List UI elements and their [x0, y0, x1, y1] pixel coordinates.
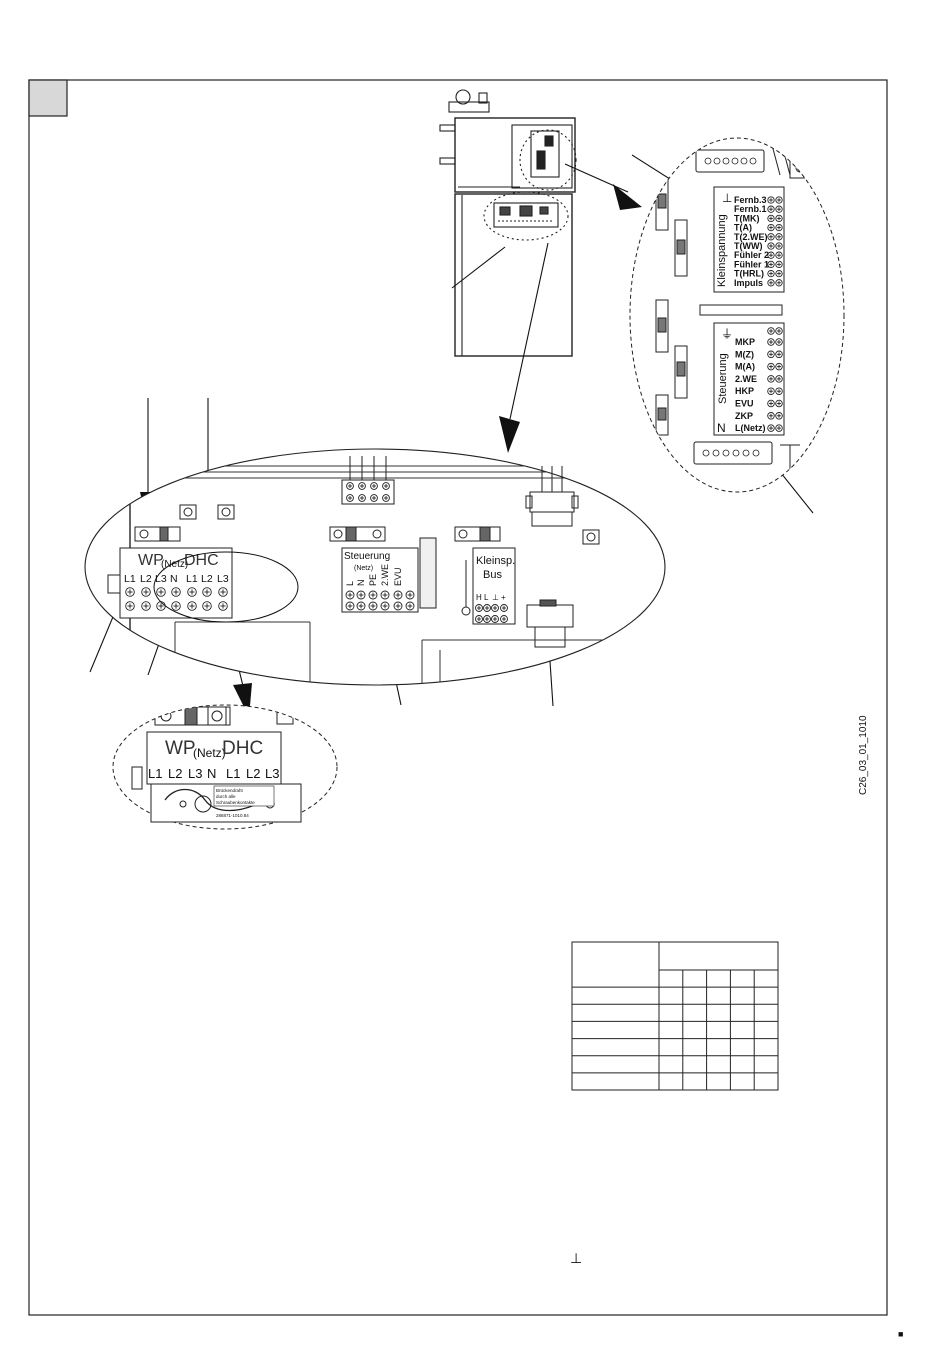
supply-terminal-label: N [170, 573, 178, 585]
supply-title-wp: WP [138, 552, 164, 569]
main-steuerung-terminal-label: N [356, 580, 366, 587]
detail-terminal-label: L1 [226, 766, 240, 781]
steuerung-terminal-label: EVU [735, 399, 754, 409]
kleinspannung-terminal-label: T(WW) [734, 241, 762, 251]
ground-symbol-bottom: ⊥ [570, 1250, 582, 1266]
unit-control-box-callout [483, 191, 569, 241]
main-steuerung-terminal-label: 2.WE [380, 564, 390, 586]
pin-header [341, 456, 395, 505]
kleinspannung-terminal-label: Fühler 1 [734, 259, 769, 269]
empty-table [571, 941, 779, 1091]
steuerung-terminal-label: 2.WE [735, 374, 757, 384]
steuerung-label: Steuerung [717, 353, 729, 404]
detail-terminal-label: L3 [188, 766, 202, 781]
supply-highlight-ellipse [153, 551, 299, 623]
bridge-label-1: Brückendraht [216, 788, 244, 793]
board-screw-clamps [107, 504, 600, 616]
kleinspannung-terminal-label: Fernb.1 [734, 204, 767, 214]
main-steuerung-terminal-label: EVU [393, 567, 403, 586]
detail-terminal-label: L3 [265, 766, 279, 781]
heat-pump-unit [439, 89, 577, 357]
unit-lower-housing [454, 193, 573, 357]
pin-header-dots [346, 482, 390, 502]
neutral-label: N [717, 421, 726, 435]
steuerung-terminal-label: M(Z) [735, 349, 754, 359]
supply-title-netz: (Netz) [161, 559, 188, 570]
bridge-code: 286871-1010.84 [216, 813, 249, 818]
bus-subtitle: Bus [483, 569, 502, 581]
bus-terminal-label: + [501, 593, 506, 602]
bridge-wire [164, 788, 266, 812]
detail-title-netz: (Netz) [193, 746, 226, 760]
ground-symbol-kleinspannung: ⊥ [722, 191, 732, 205]
supply-terminal-label: L2 [140, 573, 152, 585]
unit-valve-knob [455, 89, 471, 105]
main-steuerung-subtitle: (Netz) [354, 565, 373, 572]
kleinspannung-terminal-label: T(MK) [734, 213, 760, 223]
bus-terminal-label: L [484, 593, 489, 602]
detail-terminal-label: L2 [168, 766, 182, 781]
board-right-connector [525, 466, 579, 527]
kleinspannung-terminals: Fernb.3Fernb.1T(MK)T(A)T(2.WE)T(WW)Fühle… [734, 195, 783, 288]
bus-terminal-label: ⊥ [492, 593, 499, 602]
detail-terminal-label: L2 [246, 766, 260, 781]
bus-title: Kleinsp. [476, 555, 515, 567]
kleinspannung-terminal-label: T(A) [734, 223, 752, 233]
detail-terminal-label: L1 [148, 766, 162, 781]
figure-index-box [28, 79, 68, 117]
steuerung-terminal-label: L(Netz) [735, 423, 766, 433]
main-steuerung-terminal-label: L [345, 581, 355, 586]
bottom-plug [693, 441, 773, 465]
unit-upper-housing [454, 117, 576, 193]
steuerung-terminal-label: MKP [735, 337, 755, 347]
earth-symbol-steuerung: ⏚ [721, 327, 733, 341]
supply-terminal-label: L3 [217, 573, 229, 585]
figure-code: C26_03_01_1010 [858, 715, 869, 795]
bridge-label-2: durch alle [216, 794, 236, 799]
kleinspannung-terminal-label: Fernb.3 [734, 195, 767, 205]
supply-detail-zoom: WP (Netz) DHC L1 L2 L3 N L1 L2 L3 Brückendraht… [112, 704, 338, 830]
detail-terminals: L1 L2 L3 N L1 L2 L3 [148, 766, 279, 781]
main-steuerung-block [341, 547, 419, 613]
steuerung-terminal-label: ZKP [735, 411, 753, 421]
detail-title-dhc: DHC [222, 738, 263, 759]
supply-title-dhc: DHC [184, 552, 219, 569]
detail-terminal-label: N [207, 766, 216, 781]
bus-terminal-label: H [476, 593, 482, 602]
bridge-label-3: Schraubenkontakte [216, 800, 255, 805]
top-plug [695, 149, 765, 173]
kleinspannung-terminal-label: T(2.WE) [734, 232, 768, 242]
steuerung-terminal-label: HKP [735, 386, 754, 396]
kleinspannung-terminal-label: Fühler 2 [734, 250, 769, 260]
page-mark: ■ [898, 1329, 903, 1339]
main-steuerung-terminal-label: PE [368, 574, 378, 586]
steuerung-terminal-label: M(A) [735, 362, 755, 372]
supply-terminal-label: L3 [155, 573, 167, 585]
supply-terminal-label: L2 [201, 573, 213, 585]
main-steuerung-title: Steuerung [344, 551, 390, 562]
kleinspannung-label: Kleinspannung [716, 214, 728, 287]
steuerung-terminals: MKP M(Z) M(A) 2.WE HKP EVU ZKP L(Netz) [735, 327, 783, 433]
unit-top-fitting [448, 101, 490, 113]
page-frame [28, 79, 888, 1316]
kleinspannung-terminal-label: T(HRL) [734, 269, 764, 279]
detail-title-wp: WP [165, 738, 196, 759]
board-plug [526, 599, 574, 648]
supply-terminal-label: L1 [124, 573, 136, 585]
kleinspannung-terminal-label: Impuls [734, 278, 763, 288]
terminal-panel-zoom: ⊥ Kleinspannung Fernb.3Fernb.1T(MK)T(A)T… [629, 137, 845, 493]
supply-terminal-label: L1 [186, 573, 198, 585]
